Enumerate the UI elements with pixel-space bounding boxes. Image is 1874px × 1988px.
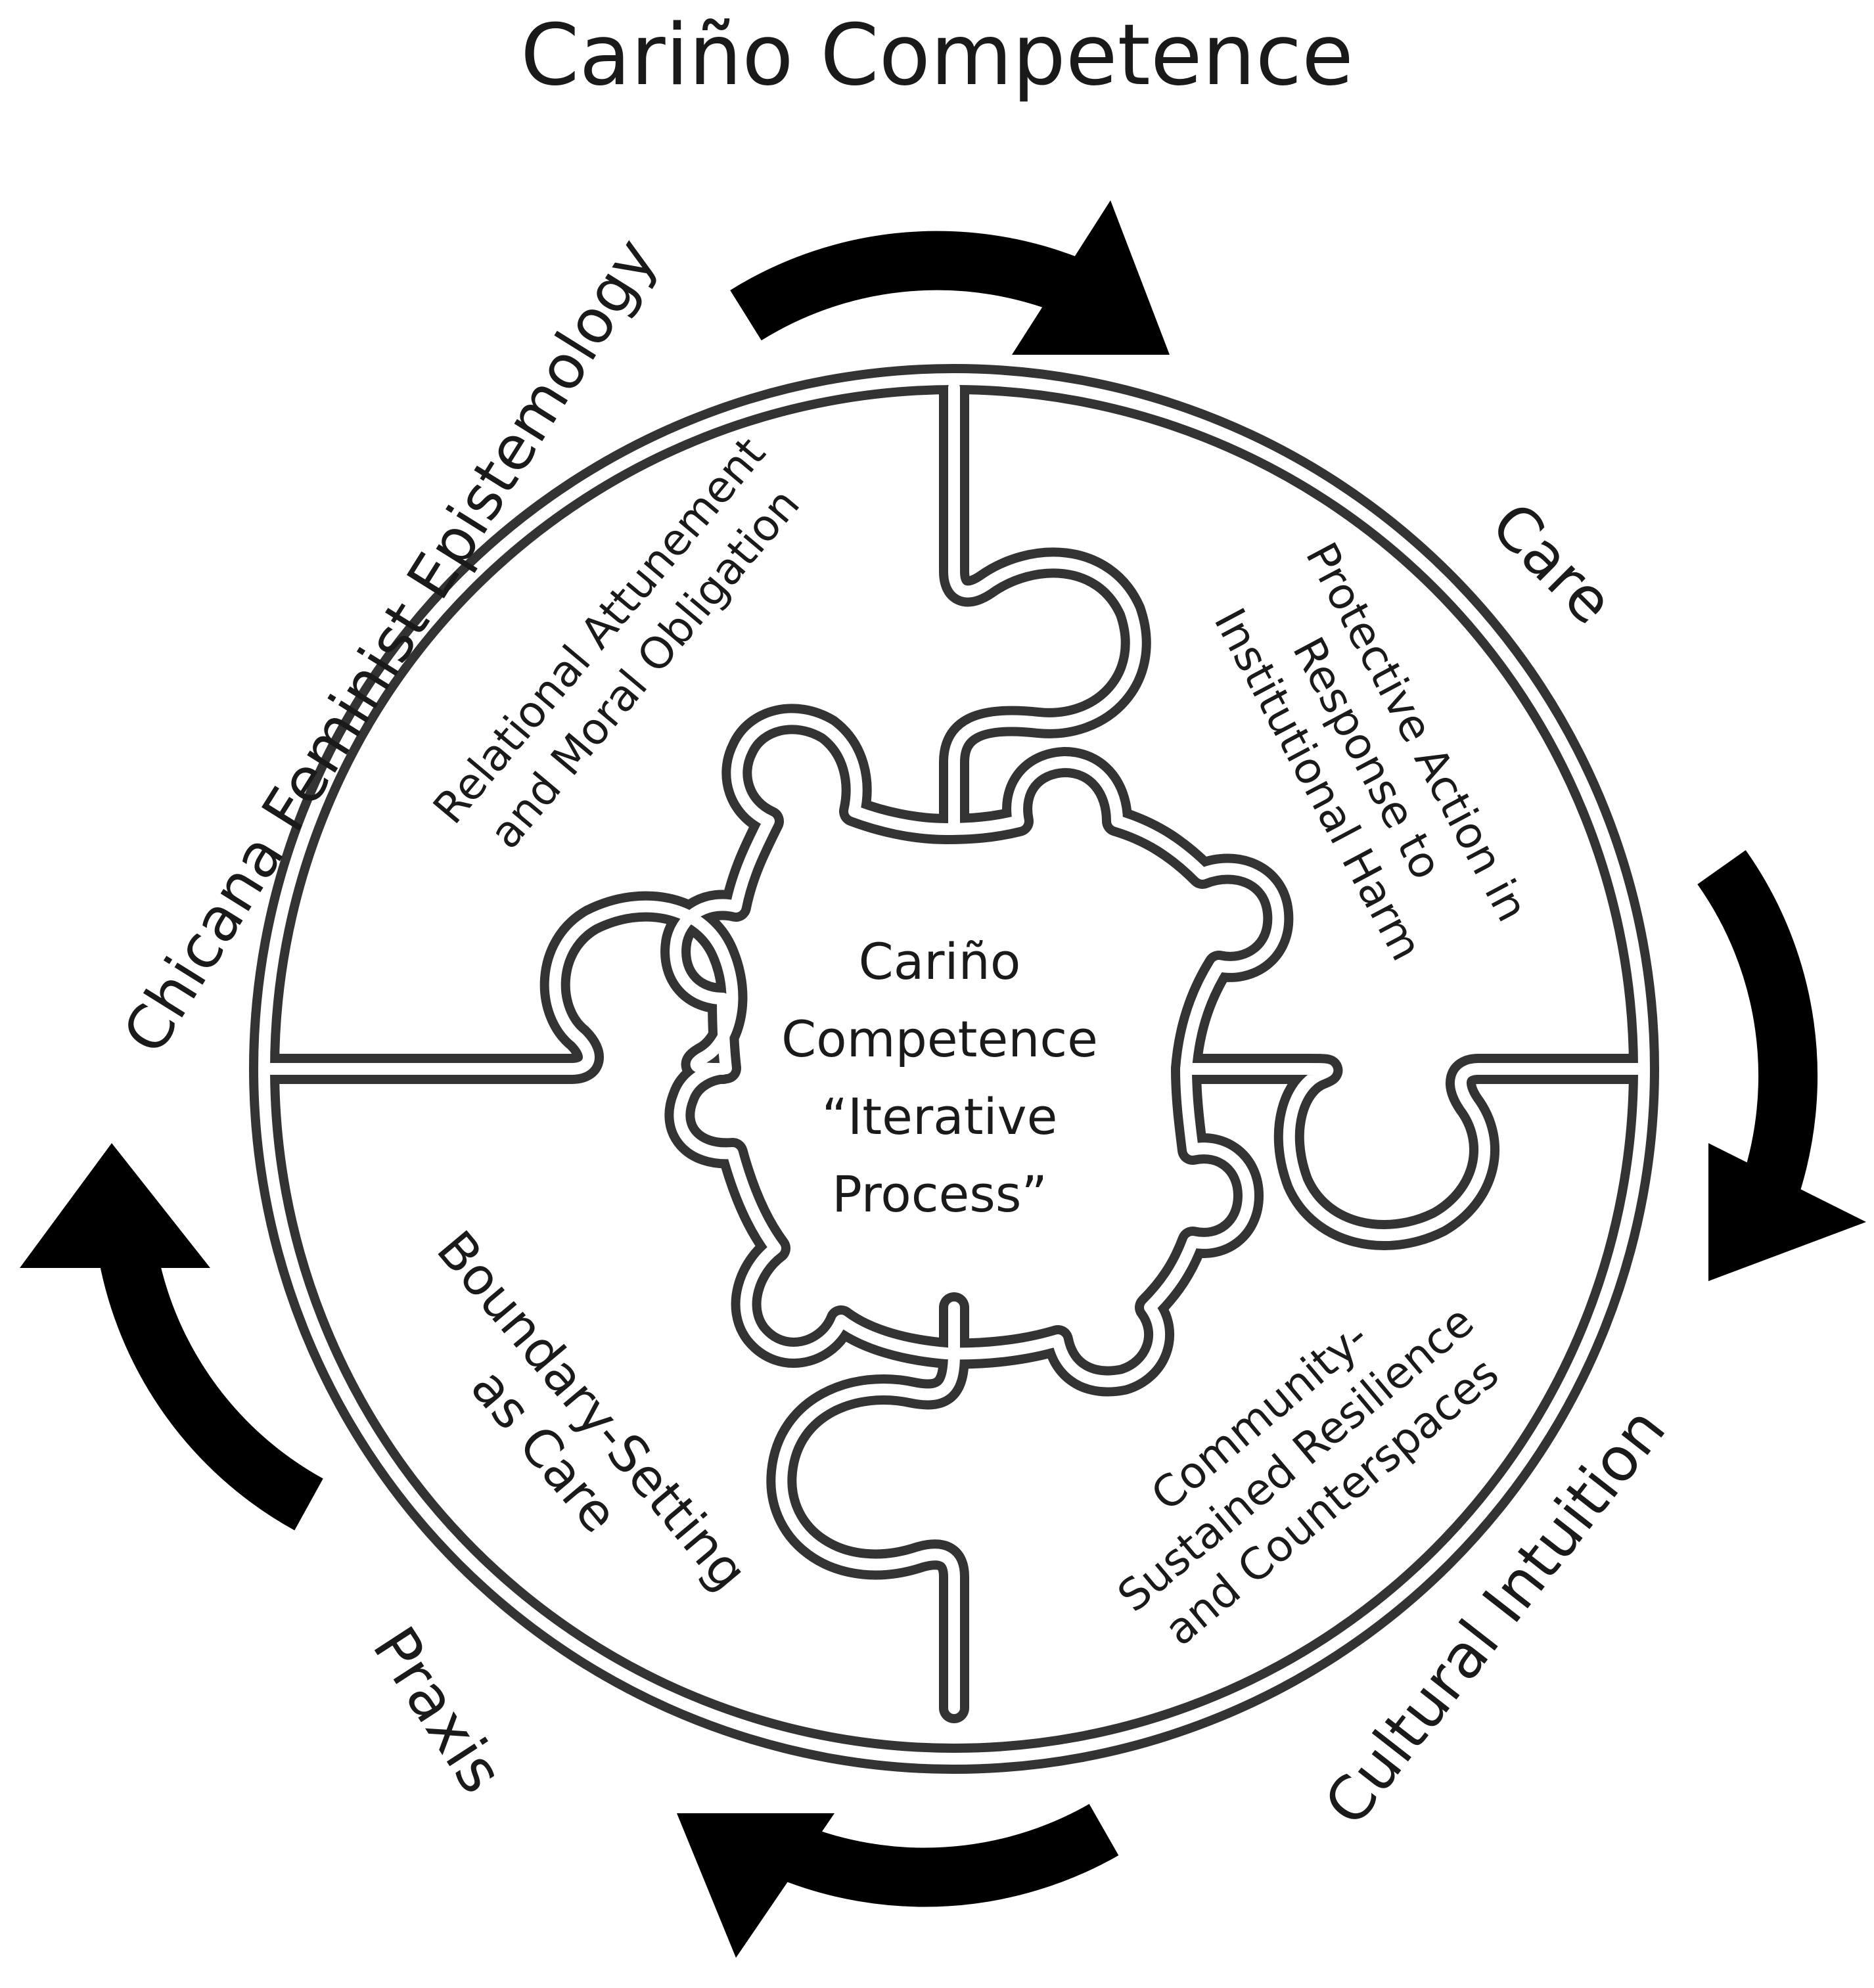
outer-label-bottom-left: Praxis xyxy=(359,1615,516,1805)
puzzle-lines-inner xyxy=(258,373,1650,1765)
center-label-line: Cariño xyxy=(859,932,1021,991)
outer-label-top-right: Care xyxy=(1478,489,1626,638)
center-label: Cariño Competence “Iterative Process” xyxy=(781,932,1098,1223)
quadrant-label-bottom-left: Boundary-Setting as Care xyxy=(425,1221,758,1602)
center-label-line: Process” xyxy=(832,1165,1047,1223)
diagram-title: Cariño Competence xyxy=(520,7,1354,104)
cycle-arrow-bottom xyxy=(677,1803,1119,1958)
cycle-arrow-right xyxy=(1697,850,1866,1281)
puzzle-circle xyxy=(249,364,1659,1774)
quadrant-label-top-right: Protective Action in Response to Institu… xyxy=(1204,535,1538,969)
center-label-line: “Iterative xyxy=(822,1087,1058,1146)
cycle-arrow-left xyxy=(20,1143,323,1531)
cycle-arrow-top xyxy=(730,200,1170,355)
center-label-line: Competence xyxy=(781,1010,1098,1068)
